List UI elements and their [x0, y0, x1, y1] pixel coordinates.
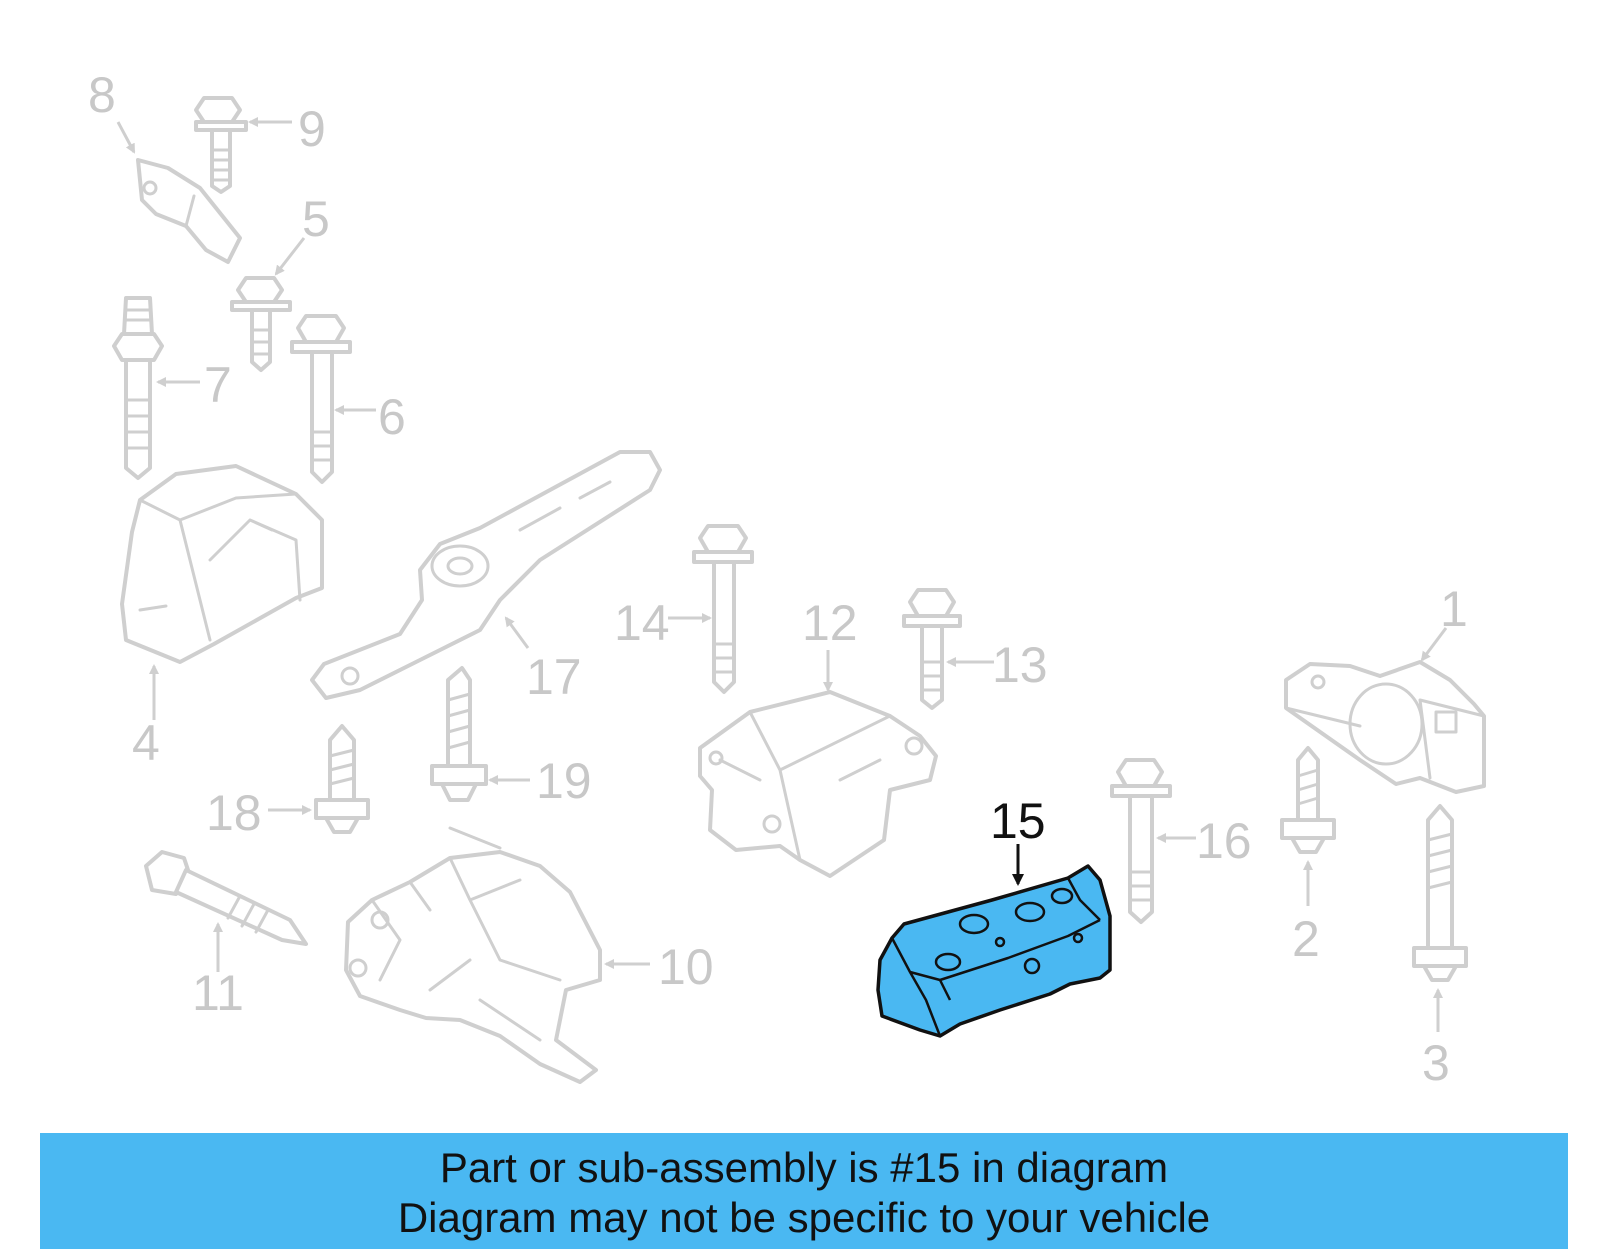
part-17-torque-arm	[310, 450, 662, 700]
banner-line-disclaimer: Diagram may not be specific to your vehi…	[397, 1194, 1211, 1241]
part-9-bolt	[194, 96, 292, 194]
callout-9: 9	[298, 101, 326, 157]
part-1-bracket	[1284, 627, 1486, 794]
callout-11: 11	[192, 965, 244, 1021]
part-12-transmission-mount	[698, 650, 938, 878]
part-2-bolt	[1280, 746, 1336, 906]
callout-6: 6	[378, 389, 406, 445]
callout-8: 8	[88, 67, 116, 123]
part-7-stud	[112, 296, 200, 480]
part-6-bolt	[290, 314, 376, 484]
callout-7: 7	[204, 357, 232, 413]
callout-10: 10	[658, 939, 714, 995]
callout-2: 2	[1292, 911, 1320, 967]
callout-15-highlighted: 15	[990, 793, 1046, 849]
part-18-bolt	[268, 724, 370, 834]
part-19-bolt	[430, 666, 530, 802]
callout-12: 12	[802, 595, 858, 651]
callout-16: 16	[1196, 813, 1252, 869]
callout-5: 5	[302, 191, 330, 247]
part-5-bolt	[230, 237, 306, 372]
callout-1: 1	[1440, 581, 1468, 637]
callout-19: 19	[536, 753, 592, 809]
callout-18: 18	[206, 785, 262, 841]
callout-14: 14	[614, 595, 670, 651]
banner-line-part-number: Part or sub-assembly is #15 in diagram	[439, 1144, 1169, 1191]
callout-13: 13	[992, 637, 1048, 693]
part-3-bolt	[1412, 804, 1468, 1032]
callout-17: 17	[526, 649, 582, 705]
callout-4: 4	[132, 715, 160, 771]
part-8-bracket	[116, 121, 242, 264]
part-14-bolt	[668, 524, 754, 694]
part-16-bolt	[1110, 758, 1196, 924]
part-10-engine-bracket	[344, 826, 650, 1084]
callout-3: 3	[1422, 1035, 1450, 1091]
part-11-long-bolt	[144, 850, 308, 972]
part-13-bolt	[902, 588, 994, 710]
info-banner: Part or sub-assembly is #15 in diagram D…	[40, 1133, 1568, 1249]
part-4-mount	[120, 464, 324, 720]
part-15-mount-highlighted[interactable]	[876, 844, 1112, 1038]
